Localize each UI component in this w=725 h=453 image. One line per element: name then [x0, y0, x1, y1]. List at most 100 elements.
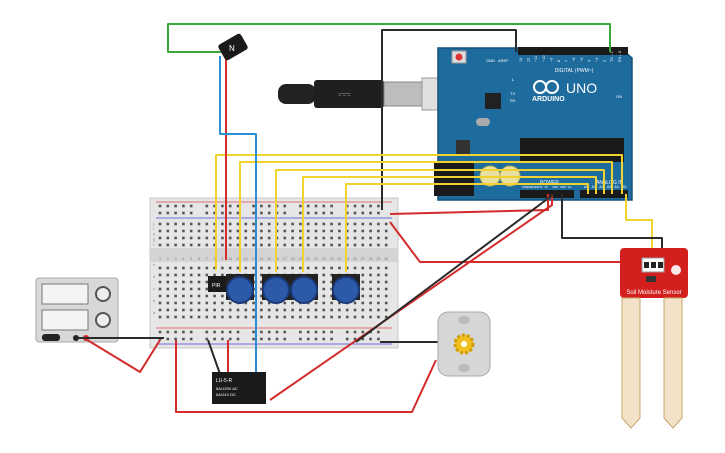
breadboard-hole[interactable] — [361, 287, 365, 291]
breadboard-hole[interactable] — [353, 266, 357, 270]
breadboard-hole[interactable] — [283, 222, 287, 226]
breadboard-hole[interactable] — [330, 287, 333, 291]
breadboard-hole[interactable] — [174, 337, 177, 341]
breadboard-hole[interactable] — [369, 243, 372, 247]
breadboard-hole[interactable] — [361, 308, 365, 312]
breadboard-hole[interactable] — [189, 315, 193, 319]
breadboard-hole[interactable] — [384, 243, 388, 247]
breadboard-hole[interactable] — [369, 337, 372, 341]
breadboard-hole[interactable] — [213, 236, 216, 240]
breadboard-hole[interactable] — [189, 236, 193, 240]
breadboard-hole[interactable] — [205, 211, 209, 215]
breadboard-hole[interactable] — [166, 315, 170, 319]
breadboard-hole[interactable] — [361, 236, 365, 240]
breadboard-hole[interactable] — [322, 315, 326, 319]
relay[interactable]: LU-5-R 5A/125V AC 5A/24V DC — [212, 372, 266, 404]
breadboard-hole[interactable] — [197, 308, 201, 312]
breadboard-hole[interactable] — [182, 266, 185, 270]
power-switch[interactable] — [42, 334, 60, 341]
breadboard-hole[interactable] — [197, 280, 201, 284]
breadboard-hole[interactable] — [189, 287, 193, 291]
breadboard-hole[interactable] — [306, 211, 310, 215]
breadboard-hole[interactable] — [189, 273, 193, 277]
breadboard-hole[interactable] — [330, 236, 333, 240]
breadboard-hole[interactable] — [260, 301, 263, 305]
breadboard-hole[interactable] — [306, 236, 310, 240]
breadboard-hole[interactable] — [205, 204, 209, 208]
breadboard-hole[interactable] — [213, 222, 216, 226]
breadboard-hole[interactable] — [189, 308, 193, 312]
breadboard-hole[interactable] — [174, 273, 177, 277]
breadboard-hole[interactable] — [267, 308, 271, 312]
breadboard-hole[interactable] — [260, 315, 263, 319]
breadboard-hole[interactable] — [197, 273, 201, 277]
breadboard-hole[interactable] — [236, 330, 240, 334]
breadboard-hole[interactable] — [267, 243, 271, 247]
breadboard-hole[interactable] — [267, 301, 271, 305]
breadboard-hole[interactable] — [314, 222, 318, 226]
breadboard-hole[interactable] — [213, 315, 216, 319]
breadboard-hole[interactable] — [291, 222, 294, 226]
breadboard-hole[interactable] — [377, 273, 380, 277]
breadboard-hole[interactable] — [299, 308, 302, 312]
breadboard-hole[interactable] — [182, 243, 185, 247]
breadboard-hole[interactable] — [213, 308, 216, 312]
breadboard-hole[interactable] — [267, 266, 271, 270]
breadboard-hole[interactable] — [377, 287, 380, 291]
dc-power-supply[interactable] — [35, 277, 119, 343]
breadboard-hole[interactable] — [283, 236, 287, 240]
breadboard-hole[interactable] — [377, 236, 380, 240]
breadboard-hole[interactable] — [205, 273, 209, 277]
breadboard-hole[interactable] — [377, 211, 380, 215]
breadboard-hole[interactable] — [158, 308, 162, 312]
breadboard-hole[interactable] — [283, 243, 287, 247]
breadboard-hole[interactable] — [283, 301, 287, 305]
breadboard-hole[interactable] — [252, 301, 255, 305]
breadboard-hole[interactable] — [189, 243, 193, 247]
breadboard-hole[interactable] — [174, 229, 177, 233]
potentiometer-2[interactable] — [262, 274, 290, 304]
breadboard-hole[interactable] — [384, 222, 388, 226]
breadboard-hole[interactable] — [189, 330, 193, 334]
breadboard-hole[interactable] — [369, 294, 372, 298]
breadboard-hole[interactable] — [353, 236, 357, 240]
breadboard-hole[interactable] — [174, 294, 177, 298]
breadboard-hole[interactable] — [353, 243, 357, 247]
breadboard-hole[interactable] — [166, 273, 170, 277]
breadboard-hole[interactable] — [166, 294, 170, 298]
breadboard-hole[interactable] — [353, 204, 357, 208]
breadboard-hole[interactable] — [158, 211, 162, 215]
breadboard-hole[interactable] — [369, 273, 372, 277]
breadboard-hole[interactable] — [182, 308, 185, 312]
breadboard-hole[interactable] — [197, 301, 201, 305]
breadboard-hole[interactable] — [338, 301, 341, 305]
breadboard-hole[interactable] — [228, 266, 232, 270]
breadboard-hole[interactable] — [174, 266, 177, 270]
breadboard-hole[interactable] — [267, 211, 271, 215]
breadboard-hole[interactable] — [221, 315, 224, 319]
breadboard-hole[interactable] — [330, 273, 333, 277]
breadboard-hole[interactable] — [267, 229, 271, 233]
breadboard-hole[interactable] — [205, 308, 209, 312]
breadboard-hole[interactable] — [236, 229, 240, 233]
breadboard-hole[interactable] — [299, 330, 302, 334]
breadboard-hole[interactable] — [197, 294, 201, 298]
breadboard-hole[interactable] — [228, 315, 232, 319]
breadboard-hole[interactable] — [158, 229, 162, 233]
breadboard-hole[interactable] — [322, 236, 326, 240]
breadboard-hole[interactable] — [267, 337, 271, 341]
breadboard-hole[interactable] — [252, 204, 255, 208]
breadboard-hole[interactable] — [252, 315, 255, 319]
breadboard-hole[interactable] — [345, 204, 349, 208]
breadboard-hole[interactable] — [236, 236, 240, 240]
breadboard-hole[interactable] — [260, 229, 263, 233]
breadboard-hole[interactable] — [338, 315, 341, 319]
breadboard-hole[interactable] — [330, 337, 333, 341]
breadboard-hole[interactable] — [314, 330, 318, 334]
breadboard-hole[interactable] — [213, 301, 216, 305]
breadboard-hole[interactable] — [252, 243, 255, 247]
breadboard-hole[interactable] — [361, 222, 365, 226]
breadboard-hole[interactable] — [361, 280, 365, 284]
breadboard-hole[interactable] — [228, 222, 232, 226]
breadboard-hole[interactable] — [221, 301, 224, 305]
